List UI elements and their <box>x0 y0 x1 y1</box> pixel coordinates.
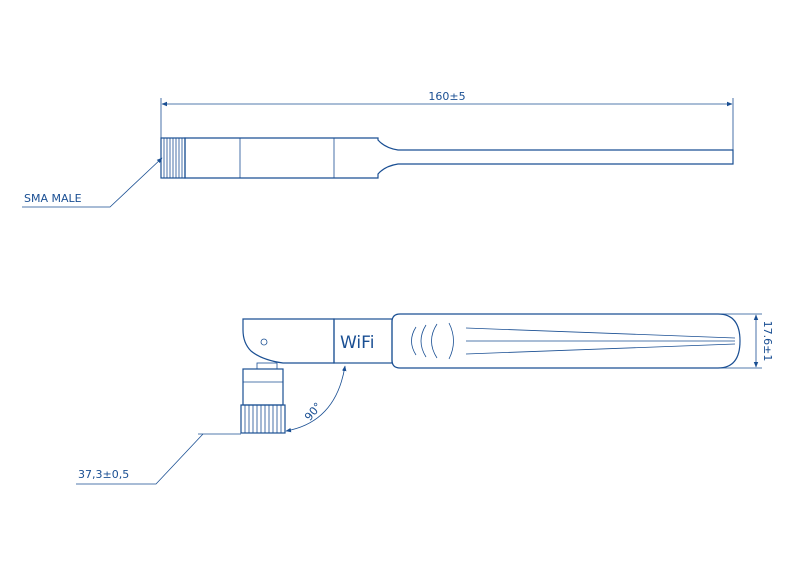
sma-leader-line <box>22 157 163 208</box>
antenna-body-top <box>184 137 734 179</box>
grip-ridge-4 <box>448 322 454 360</box>
angle-arc <box>285 365 347 433</box>
sma-connector-top <box>160 137 186 179</box>
grip-ridge-1 <box>411 326 417 356</box>
sma-male-label: SMA MALE <box>24 192 82 205</box>
height-leader-line <box>76 433 204 485</box>
angle-label: 90° <box>302 400 324 423</box>
length-dimension-label: 160±5 <box>428 90 465 103</box>
grip-ridge-3 <box>431 323 438 359</box>
sma-connector-side <box>240 362 286 434</box>
top-view: 160±5 SMA MALE <box>22 90 734 208</box>
height-dimension-label: 37,3±0,5 <box>78 468 129 481</box>
taper-line-bottom <box>465 343 736 355</box>
hinge-pivot-hole <box>260 338 268 346</box>
wifi-brand-text: WiFi <box>340 333 374 353</box>
side-view: WiFi 90° <box>76 313 774 485</box>
taper-line-top <box>465 327 736 339</box>
antenna-radome <box>391 313 741 369</box>
grip-ridge-2 <box>420 324 427 358</box>
width-dimension-label: 17.6±1 <box>761 321 774 362</box>
hinge-block <box>242 318 335 364</box>
